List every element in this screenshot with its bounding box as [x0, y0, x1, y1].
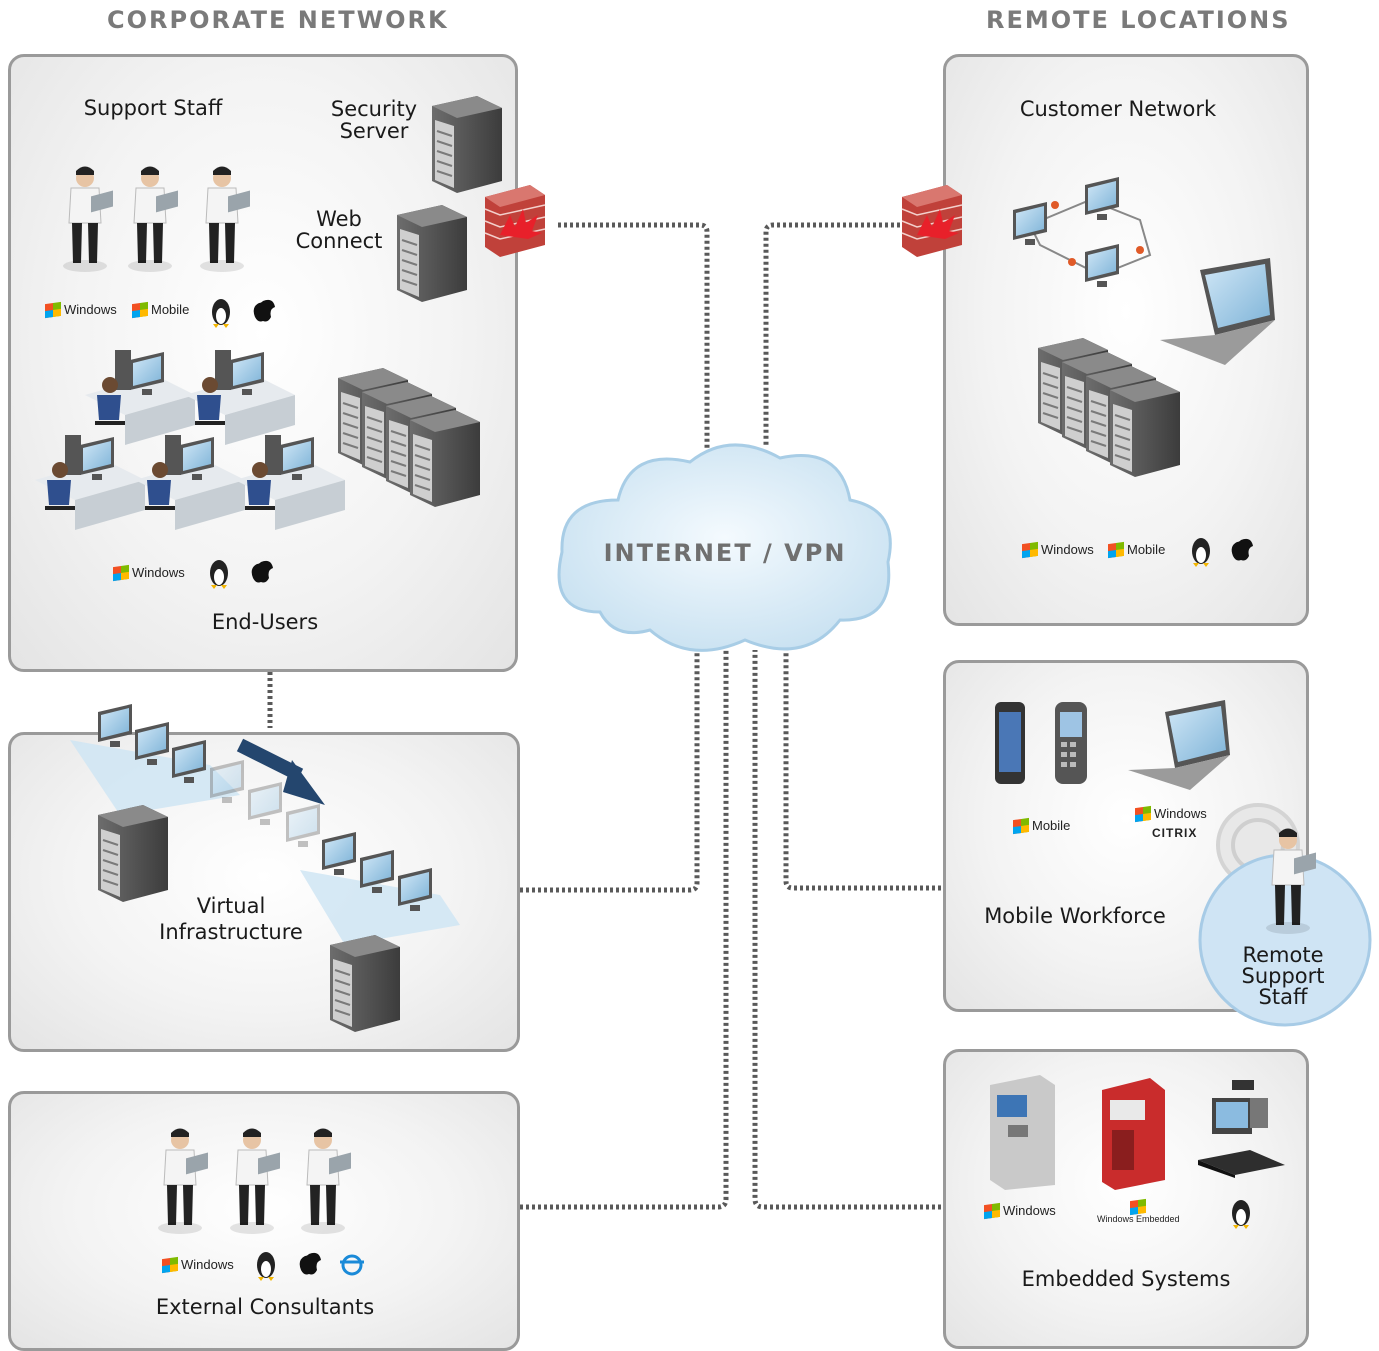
windows-logo: Windows	[1135, 805, 1207, 822]
consultant-os-icons	[257, 1252, 364, 1281]
citrix-logo: CITRIX	[1152, 826, 1198, 840]
end-users-label: End-Users	[211, 610, 319, 634]
windows-mobile-logo: Mobile	[132, 301, 189, 318]
windows-mobile-logo: Mobile	[1013, 817, 1070, 834]
remote-locations-heading: REMOTE LOCATIONS	[986, 6, 1291, 34]
corporate-network-heading: CORPORATE NETWORK	[107, 6, 449, 34]
customer-network-label: Customer Network	[1019, 97, 1217, 121]
cloud-label: INTERNET / VPN	[603, 539, 847, 567]
windows-logo: Windows	[1022, 541, 1094, 558]
windows-embedded-logo: Windows Embedded	[1097, 1198, 1180, 1224]
windows-logo: Windows	[984, 1202, 1056, 1219]
embedded-systems-label: Embedded Systems	[1021, 1267, 1231, 1291]
support-staff-label: Support Staff	[83, 96, 223, 120]
customer-os-icons	[1192, 538, 1253, 567]
virtual-infrastructure-panel	[8, 732, 520, 1052]
windows-logo: Windows	[113, 564, 185, 581]
corporate-os-icons	[210, 299, 275, 589]
windows-logo: Windows	[162, 1256, 234, 1273]
mobile-workforce-label: Mobile Workforce	[984, 904, 1166, 928]
windows-logo: Windows	[45, 301, 117, 318]
internet-cloud	[557, 443, 892, 652]
external-consultants-label: External Consultants	[155, 1295, 375, 1319]
embedded-os-icon	[1232, 1200, 1250, 1229]
windows-mobile-logo: Mobile	[1108, 541, 1165, 558]
laptop-customer	[1160, 258, 1275, 365]
